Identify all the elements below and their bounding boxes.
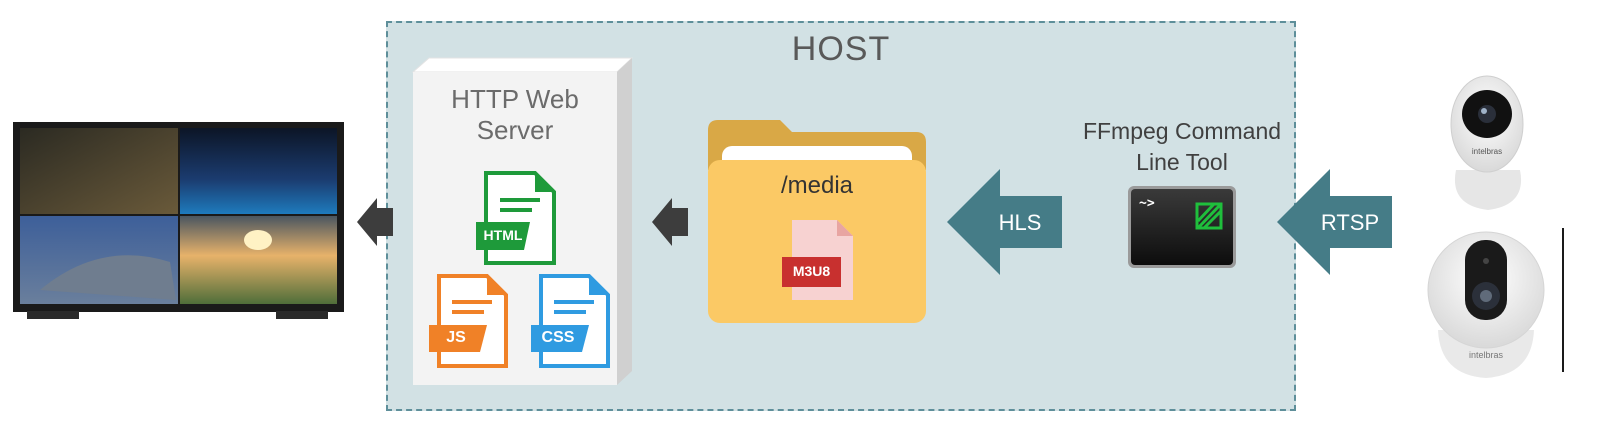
- camera-bottom-brand: intelbras: [1468, 350, 1504, 360]
- media-folder-label: /media: [780, 172, 854, 199]
- hls-arrow-icon: [947, 169, 1062, 275]
- arrow-to-tv-icon: [357, 198, 393, 246]
- js-file-icon: [429, 274, 508, 368]
- html-file-label: HTML: [483, 227, 523, 243]
- css-file-icon: [531, 274, 610, 368]
- camera-top-brand: intelbras: [1471, 147, 1503, 156]
- camera-top-icon: [1450, 75, 1524, 210]
- hls-arrow-label: HLS: [998, 210, 1042, 235]
- js-file-label: JS: [446, 329, 466, 346]
- server-label: HTTP Web Server: [451, 84, 579, 145]
- host-title: HOST: [791, 30, 891, 68]
- terminal-prompt: ~>: [1139, 196, 1155, 211]
- tv-monitor-icon: [13, 122, 344, 319]
- arrow-to-server-icon: [652, 198, 688, 246]
- rtsp-arrow-icon: [1277, 169, 1392, 275]
- camera-bottom-icon: [1427, 231, 1545, 378]
- m3u8-file-icon: [782, 220, 853, 300]
- m3u8-file-label: M3U8: [792, 263, 831, 279]
- css-file-label: CSS: [541, 329, 575, 346]
- terminal-icon: [1128, 186, 1236, 268]
- html-file-icon: [476, 171, 556, 265]
- rtsp-arrow-label: RTSP: [1320, 210, 1380, 235]
- ffmpeg-label: FFmpeg Command Line Tool: [1082, 118, 1282, 175]
